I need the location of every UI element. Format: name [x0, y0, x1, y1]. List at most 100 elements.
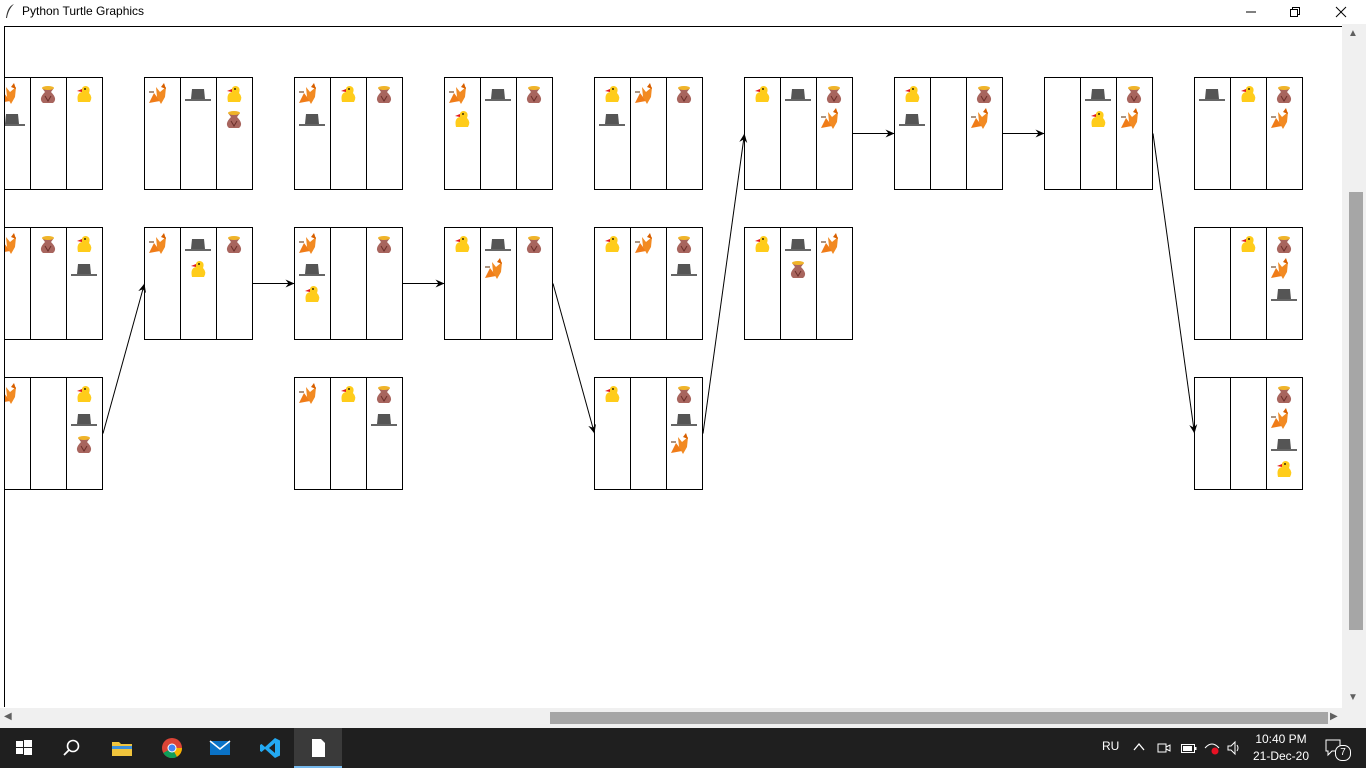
meet-now-icon[interactable] [1156, 740, 1172, 756]
taskbar-clock[interactable]: 10:40 PM 21-Dec-20 [1246, 731, 1316, 765]
hat-icon [785, 89, 811, 101]
chevron-up-icon[interactable] [1133, 742, 1145, 752]
hat-icon [485, 89, 511, 101]
fox-icon [449, 83, 466, 104]
feather-icon [6, 4, 14, 18]
fox-icon [671, 433, 688, 454]
volume-icon[interactable] [1226, 740, 1242, 756]
horizontal-scroll-thumb[interactable] [550, 712, 1328, 724]
search-icon [63, 739, 80, 756]
fox-icon [149, 233, 166, 254]
grain-sack-icon [526, 86, 542, 103]
state-box [744, 227, 853, 340]
state-box [294, 227, 403, 340]
hat-icon [899, 114, 925, 126]
grain-sack-icon [676, 386, 692, 403]
grain-sack-icon [676, 236, 692, 253]
vertical-scrollbar[interactable]: ▲ ▼ [1342, 24, 1366, 708]
vscode-button[interactable] [246, 728, 294, 768]
fox-icon [1271, 258, 1288, 279]
scroll-right-icon[interactable]: ▶ [1330, 711, 1338, 722]
windows-start-icon [16, 740, 32, 755]
hat-icon [1271, 439, 1297, 451]
bank-column [294, 77, 331, 190]
hen-icon [455, 111, 470, 127]
hen-icon [191, 261, 206, 277]
search-button[interactable] [48, 728, 96, 768]
hat-icon [1199, 89, 1225, 101]
state-box [5, 227, 103, 340]
restore-icon [1290, 7, 1300, 17]
hat-icon [185, 89, 211, 101]
mail-button[interactable] [196, 728, 244, 768]
grain-sack-icon [1276, 86, 1292, 103]
scroll-up-icon[interactable]: ▲ [1348, 28, 1358, 39]
grain-sack-icon [1276, 386, 1292, 403]
taskbar: RU 10:40 PM 21-Dec-20 7 [0, 728, 1366, 768]
chrome-button[interactable] [148, 728, 196, 768]
hen-icon [341, 386, 356, 402]
hat-icon [71, 264, 97, 276]
grain-sack-icon [790, 261, 806, 278]
bank-column [1230, 377, 1267, 490]
hen-icon [605, 236, 620, 252]
hen-icon [1241, 86, 1256, 102]
language-indicator[interactable]: RU [1102, 739, 1120, 753]
hat-icon [371, 414, 397, 426]
scroll-left-icon[interactable]: ◀ [4, 711, 12, 722]
python-turtle-window-icon [312, 739, 325, 757]
hen-icon [77, 386, 92, 402]
action-center-button[interactable]: 7 [1322, 736, 1352, 761]
hen-icon [77, 236, 92, 252]
minimize-button[interactable] [1228, 0, 1274, 24]
hat-icon [671, 414, 697, 426]
hen-icon [341, 86, 356, 102]
state-box [5, 77, 103, 190]
hen-icon [1277, 461, 1292, 477]
bank-column [5, 377, 31, 490]
vertical-scroll-thumb[interactable] [1349, 192, 1363, 630]
scrollbar-corner [1342, 708, 1366, 728]
hen-icon [905, 86, 920, 102]
close-button[interactable] [1318, 0, 1364, 24]
python-turtle-taskbar-button[interactable] [294, 728, 342, 768]
state-box [144, 227, 253, 340]
scroll-down-icon[interactable]: ▼ [1348, 692, 1358, 703]
network-disconnected-icon[interactable] [1203, 740, 1221, 756]
turtle-canvas[interactable] [4, 26, 1343, 707]
transition-arrow [102, 283, 146, 434]
minimize-icon [1246, 11, 1256, 13]
hen-icon [305, 286, 320, 302]
start-button[interactable] [0, 728, 48, 768]
bank-column [1194, 377, 1231, 490]
restore-button[interactable] [1272, 0, 1318, 24]
fox-icon [5, 83, 16, 104]
state-box [594, 77, 703, 190]
grain-sack-icon [1126, 86, 1142, 103]
mail-icon [209, 740, 231, 755]
state-box [5, 377, 103, 490]
state-box [294, 377, 403, 490]
hen-icon [755, 236, 770, 252]
battery-icon[interactable] [1180, 740, 1198, 756]
grain-sack-icon [40, 86, 56, 103]
grain-sack-icon [376, 86, 392, 103]
file-explorer-button[interactable] [98, 728, 146, 768]
hen-icon [77, 86, 92, 102]
bank-column [630, 377, 667, 490]
hen-icon [605, 86, 620, 102]
hat-icon [71, 414, 97, 426]
horizontal-scrollbar[interactable]: ◀ ▶ [0, 708, 1342, 728]
hen-icon [455, 236, 470, 252]
bank-column [930, 77, 967, 190]
transition-arrow [1152, 133, 1198, 434]
grain-sack-icon [526, 236, 542, 253]
chrome-icon [162, 738, 183, 759]
grain-sack-icon [976, 86, 992, 103]
grain-sack-icon [376, 236, 392, 253]
hat-icon [1271, 289, 1297, 301]
grain-sack-icon [376, 386, 392, 403]
notification-count: 7 [1335, 745, 1351, 761]
title-bar[interactable]: Python Turtle Graphics [0, 0, 1366, 24]
hen-icon [1241, 236, 1256, 252]
